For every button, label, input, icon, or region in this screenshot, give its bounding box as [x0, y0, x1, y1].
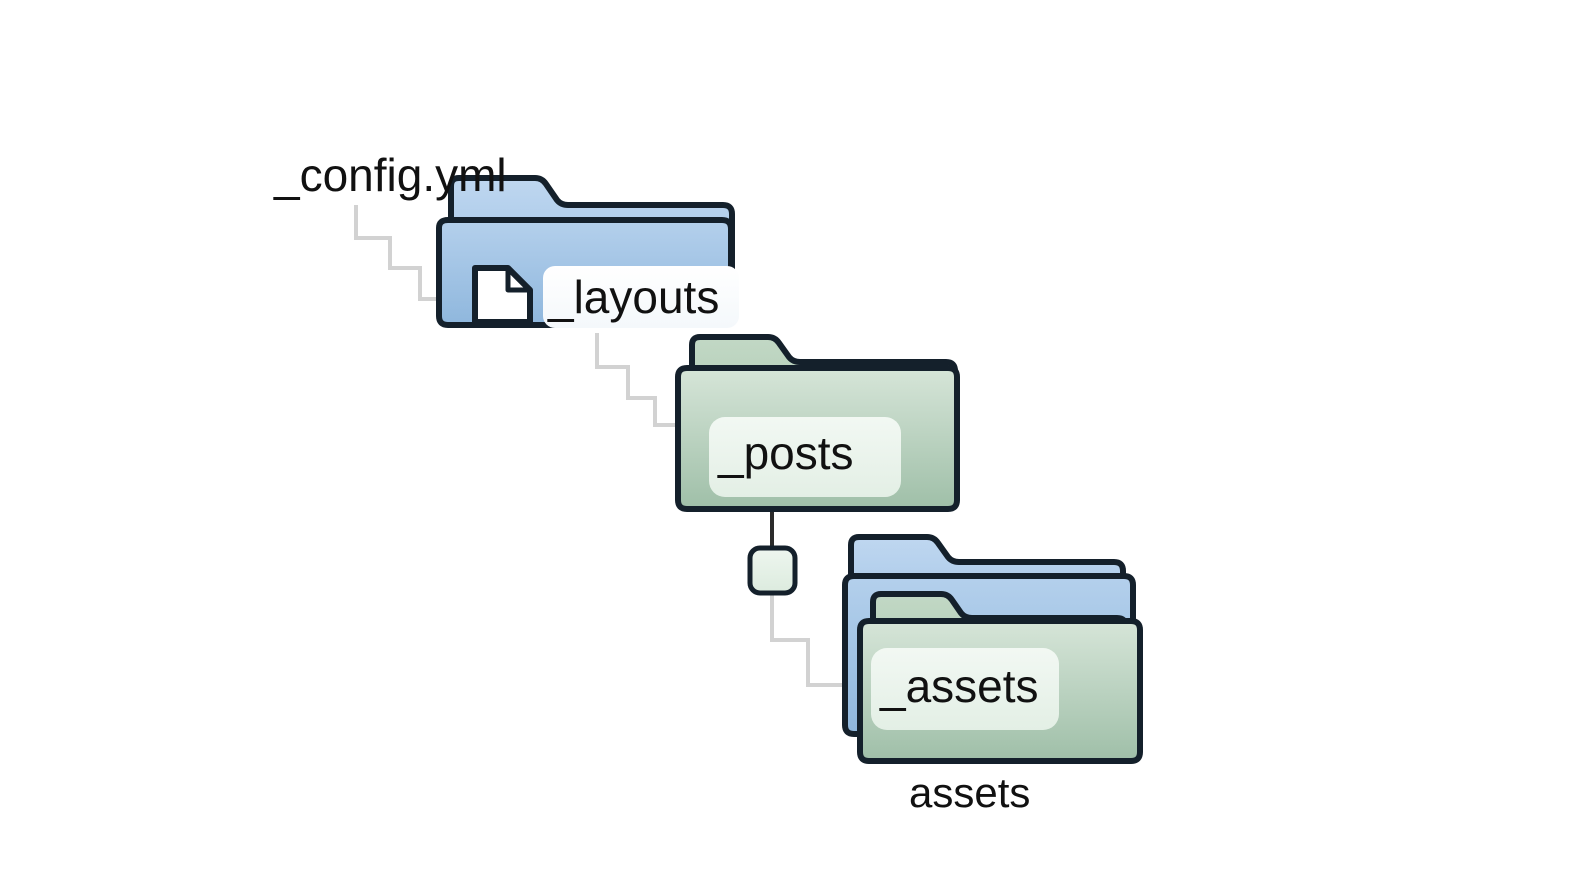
label-plate-assets	[871, 648, 1059, 730]
connector-junction-to-assets	[770, 592, 866, 687]
node-label-config: _config.yml	[274, 149, 507, 201]
node-label-posts: _posts	[718, 427, 854, 479]
node-label-layouts: _layouts	[548, 271, 720, 323]
label-plate-layouts	[543, 266, 739, 328]
label-plate-posts	[709, 417, 901, 497]
node-label-assets: _assets	[880, 660, 1039, 712]
folder-posts[interactable]	[675, 334, 960, 512]
document-icon[interactable]	[472, 265, 533, 325]
connector-config-to-layouts	[354, 205, 470, 301]
junction-node[interactable]	[747, 545, 798, 596]
folder-assets-front-green	[857, 591, 1143, 764]
node-caption-assets: assets	[909, 769, 1031, 816]
folder-stack-assets[interactable]	[842, 534, 1143, 764]
connector-layouts-to-posts	[595, 333, 700, 427]
